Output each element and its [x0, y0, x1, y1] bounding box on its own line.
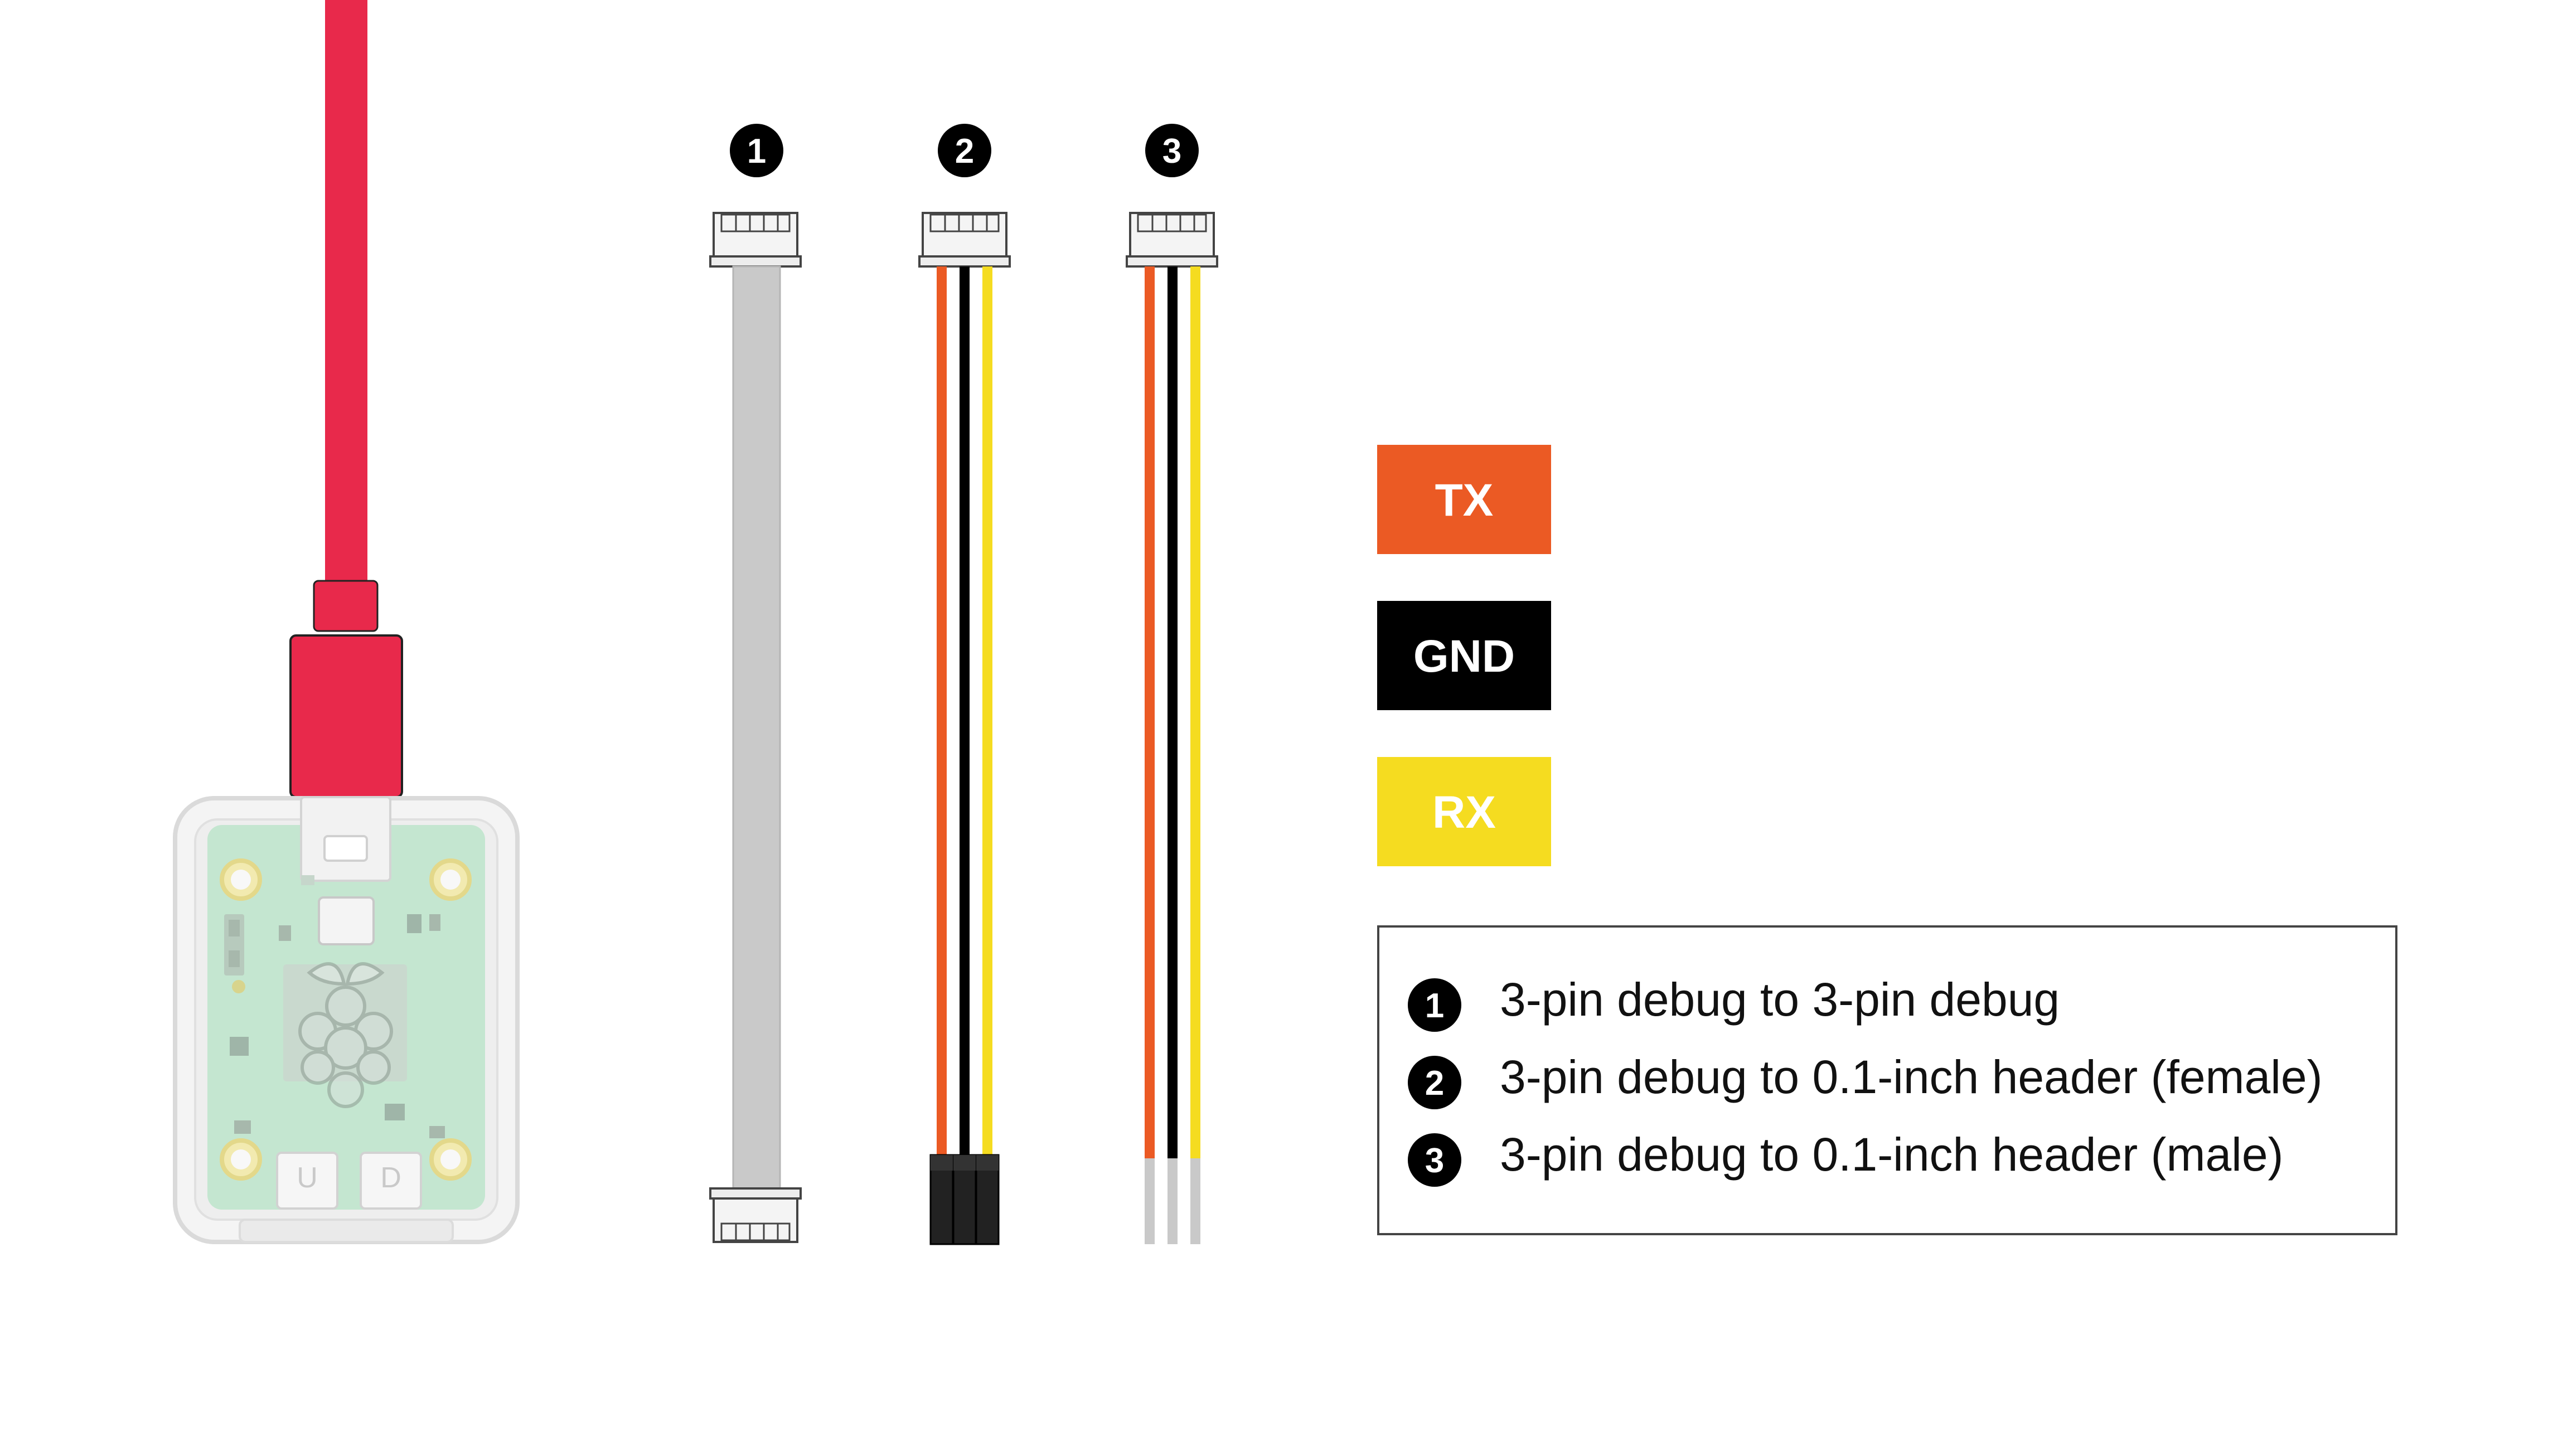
legend-text: 3-pin debug to 0.1-inch header (female): [1500, 1051, 2323, 1103]
mounting-holes: [220, 858, 472, 1181]
cable-2: 2: [918, 124, 1011, 1245]
legend-text: 3-pin debug to 3-pin debug: [1500, 973, 2060, 1026]
cable-1-number-badge: [730, 124, 783, 177]
legend-item: 1 3-pin debug to 3-pin debug: [1408, 973, 2060, 1032]
legend-number-badge: [1408, 1133, 1461, 1187]
cable-3-rx-wire: [1190, 266, 1200, 1158]
probe-button: [318, 896, 375, 945]
signal-gnd: GND: [1377, 601, 1551, 710]
cable-3-top-connector: [1126, 212, 1218, 268]
cable-2-female-header: [929, 1154, 1000, 1245]
signal-tx: TX: [1377, 445, 1551, 554]
signal-key: TX GND RX: [1377, 445, 1551, 866]
legend: 1 3-pin debug to 3-pin debug 2 3-pin deb…: [1377, 925, 2397, 1235]
usb-cable-strain-relief: [313, 580, 379, 632]
tx-label: TX: [1435, 475, 1494, 526]
probe-port-d: D: [360, 1152, 422, 1210]
legend-number: 1: [1425, 987, 1444, 1025]
rx-swatch: [1377, 757, 1551, 866]
cable-3-gnd-wire: [1167, 266, 1178, 1158]
cable-1-number: 1: [747, 132, 766, 171]
port-u-label: U: [297, 1162, 318, 1194]
usb-cable: [325, 0, 367, 585]
usb-plug-housing: [289, 634, 403, 798]
cable-3-number-badge: [1145, 124, 1199, 177]
legend-number-badge: [1408, 978, 1461, 1032]
rx-label: RX: [1432, 787, 1496, 838]
legend-number-badge: [1408, 1056, 1461, 1109]
cable-3: 3: [1126, 124, 1218, 1244]
cable-2-number-badge: [938, 124, 991, 177]
port-d-label: D: [380, 1162, 401, 1194]
cable-1-top-connector: [709, 212, 802, 268]
gnd-label: GND: [1413, 631, 1515, 682]
cable-1-bottom-connector: [709, 1187, 802, 1243]
legend-box: [1377, 925, 2397, 1235]
legend-text: 3-pin debug to 0.1-inch header (male): [1500, 1128, 2284, 1181]
cable-1: 1: [709, 124, 802, 1243]
probe-port-u: U: [276, 1152, 338, 1210]
legend-number: 3: [1425, 1142, 1444, 1180]
cable-3-number: 3: [1162, 132, 1181, 171]
cable-3-male-pins: [1145, 1158, 1200, 1244]
debug-probe: U D: [173, 0, 520, 1244]
legend-item: 2 3-pin debug to 0.1-inch header (female…: [1408, 1051, 2323, 1109]
cable-2-number: 2: [955, 132, 974, 171]
gnd-swatch: [1377, 601, 1551, 710]
cable-3-tx-wire: [1145, 266, 1155, 1158]
cable-2-tx-wire: [937, 266, 947, 1158]
cable-2-top-connector: [918, 212, 1011, 268]
cable-2-rx-wire: [982, 266, 992, 1158]
signal-rx: RX: [1377, 757, 1551, 866]
cable-2-gnd-wire: [960, 266, 970, 1158]
cable-1-wire: [732, 265, 781, 1190]
legend-item: 3 3-pin debug to 0.1-inch header (male): [1408, 1128, 2284, 1187]
pcb-components: [224, 875, 445, 1138]
tx-swatch: [1377, 445, 1551, 554]
legend-number: 2: [1425, 1064, 1444, 1103]
raspberry-pi-logo-icon: [298, 962, 393, 1108]
